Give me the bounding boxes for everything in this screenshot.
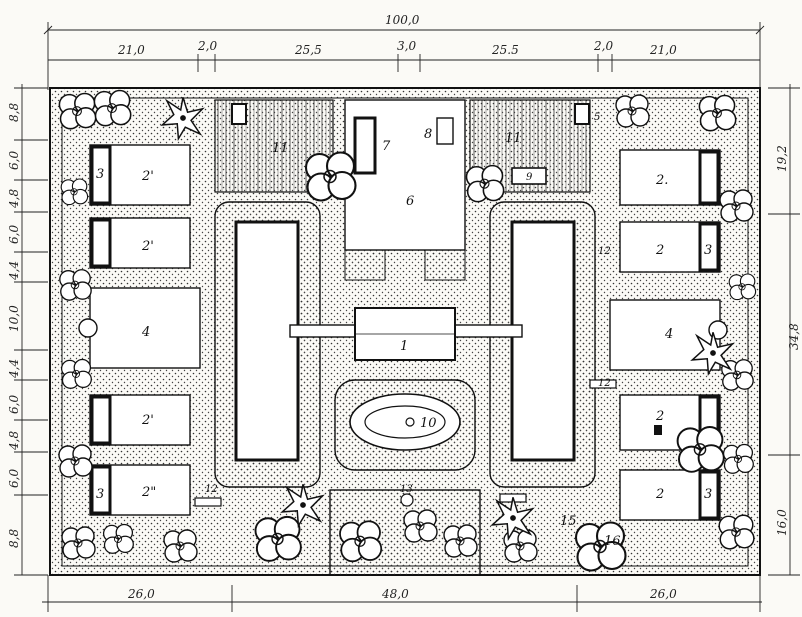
- dim-right-2: 16,0: [775, 509, 789, 536]
- label-4-b: 4: [664, 327, 673, 342]
- left-beds: [78, 144, 201, 516]
- label-11-a: 11: [272, 141, 289, 156]
- label-7: 7: [382, 139, 391, 154]
- label-16: 16: [604, 534, 621, 549]
- dim-left-5: 4,4: [7, 261, 21, 281]
- dim-left-4: 6,0: [7, 225, 21, 244]
- label-15: 15: [560, 514, 577, 529]
- dim-top-4: 3,0: [397, 39, 416, 53]
- label-2-h: 2: [655, 487, 664, 502]
- label-4-a: 4: [141, 325, 150, 340]
- label-12-b: 12: [598, 378, 611, 389]
- dim-left-2: 6,0: [7, 151, 21, 170]
- label-2-d: 2": [141, 485, 156, 500]
- label-1: 1: [400, 339, 408, 354]
- label-2-b: 2': [141, 239, 154, 254]
- dim-top-2: 2,0: [197, 39, 217, 53]
- label-13: 13: [400, 484, 413, 495]
- long-beds: [214, 201, 596, 488]
- dim-right-1: 19,2: [775, 145, 789, 172]
- bottom-dimensions: [42, 575, 762, 612]
- label-12-a: 12: [205, 484, 218, 495]
- label-2-g: 2: [655, 409, 664, 424]
- label-2-a: 2': [141, 169, 154, 184]
- dim-left-8: 6,0: [7, 395, 21, 414]
- dim-left-10: 6,0: [7, 469, 21, 488]
- label-12-c: 12: [598, 246, 611, 257]
- dim-left-3: 4,8: [7, 189, 21, 209]
- dim-top-total: 100,0: [385, 13, 420, 27]
- dim-left-6: 10,0: [7, 305, 21, 332]
- left-dimensions: [14, 84, 48, 576]
- marker: [654, 425, 662, 435]
- label-3-c: 3: [704, 243, 712, 258]
- central-feature: [289, 307, 523, 361]
- dim-right-total: 34,8: [787, 323, 801, 350]
- dim-bottom-2: 48,0: [381, 587, 409, 601]
- label-3-d: 3: [704, 487, 712, 502]
- label-3-a: 3: [96, 167, 104, 182]
- dim-bottom-3: 26,0: [649, 587, 677, 601]
- oval-pool: [334, 379, 476, 471]
- right-dimensions: [768, 84, 800, 576]
- dim-bottom-1: 26,0: [127, 587, 155, 601]
- dim-top-7: 21,0: [649, 43, 677, 57]
- label-2-e: 2.: [655, 173, 668, 188]
- dim-left-1: 8,8: [7, 103, 21, 122]
- label-11-b: 11: [505, 131, 522, 146]
- label-6: 6: [406, 194, 414, 209]
- dim-left-7: 4,4: [7, 359, 21, 379]
- label-8: 8: [424, 127, 432, 142]
- dim-top-6: 2,0: [593, 39, 613, 53]
- label-9: 9: [526, 172, 533, 183]
- dim-top-3: 25,5: [294, 43, 322, 57]
- top-dimensions: [43, 22, 765, 90]
- dim-top-1: 21,0: [117, 43, 145, 57]
- label-2-c: 2': [141, 413, 154, 428]
- central-entrance: [344, 99, 547, 281]
- label-2-f: 2: [655, 243, 664, 258]
- label-5: 5: [594, 112, 600, 123]
- dim-top-5: 25.5: [491, 43, 519, 57]
- label-3-b: 3: [96, 487, 104, 502]
- plan-labels: 1 2' 2' 2' 2" 2. 2 2 2 3 3 3 3 4 4 5 6 7…: [96, 112, 712, 549]
- dim-left-9: 4,8: [7, 431, 21, 451]
- dim-left-11: 8,8: [7, 529, 21, 548]
- label-10: 10: [420, 416, 437, 431]
